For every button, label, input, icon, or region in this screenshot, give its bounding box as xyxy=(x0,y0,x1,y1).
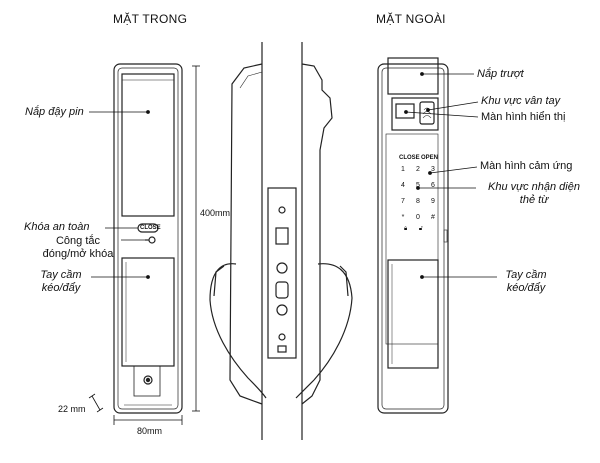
key-4[interactable]: 4 xyxy=(401,182,405,189)
outside-handle-label: Tay cầm kéo/đẩy xyxy=(498,269,554,295)
outside-body-outline xyxy=(377,63,449,414)
switch-label: Công tắc đóng/mở khóa xyxy=(33,235,123,261)
inside-handle-label: Tay cầm kéo/đẩy xyxy=(32,269,90,295)
leader-lines xyxy=(89,72,497,279)
outside-profile xyxy=(301,63,333,405)
inside-view-drawing xyxy=(113,63,183,414)
height-dimension-label: 400mm xyxy=(200,208,231,218)
depth-dimension-line xyxy=(91,395,101,411)
key-6[interactable]: 6 xyxy=(431,182,435,189)
display-shape xyxy=(395,103,415,119)
leader-fingerprint xyxy=(427,101,479,111)
keypad-close-label: CLOSE xyxy=(399,155,420,161)
key-cylinder xyxy=(143,375,153,385)
unlock-icon[interactable]: 🔓︎ xyxy=(418,226,423,232)
inside-handle-shape xyxy=(121,257,175,367)
inside-body-outline xyxy=(113,63,183,414)
switch-label-line1: Công tắc xyxy=(55,235,101,247)
leader-display xyxy=(405,111,479,118)
card-area-label-line2: thẻ từ xyxy=(519,194,549,206)
key-5[interactable]: 5 xyxy=(416,182,420,189)
inside-handle-profile xyxy=(209,263,267,399)
inside-handle-label-line2: kéo/đẩy xyxy=(41,282,81,294)
key-hash[interactable]: # xyxy=(431,214,435,221)
key-8[interactable]: 8 xyxy=(416,198,420,205)
depth-dimension-label: 22 mm xyxy=(58,404,86,414)
side-view-drawing xyxy=(209,42,353,440)
card-area-label-line1: Khu vực nhận diện xyxy=(488,181,580,193)
mortise-hole-2 xyxy=(276,304,288,316)
key-star[interactable]: * xyxy=(401,214,405,221)
leader-touchscreen xyxy=(429,166,478,174)
inside-handle-label-line1: Tay cầm xyxy=(40,269,82,281)
close-button-label: CLOSE xyxy=(140,225,161,231)
touch-panel-area xyxy=(385,133,439,345)
outside-handle-label-line1: Tay cầm xyxy=(505,269,547,281)
outside-view-drawing xyxy=(377,57,449,414)
inside-view-title: MẶT TRONG xyxy=(113,12,188,26)
key-3[interactable]: 3 xyxy=(431,166,435,173)
mortise-hole-1 xyxy=(276,262,288,274)
outside-handle-profile xyxy=(295,263,353,399)
touchscreen-label: Màn hình cảm ứng xyxy=(480,160,573,172)
key-7[interactable]: 7 xyxy=(401,198,405,205)
keypad: 1 2 3 4 5 6 7 8 9 * 0 # 🔒︎ 🔓︎ xyxy=(396,166,442,233)
switch-knob xyxy=(148,236,156,244)
key-0[interactable]: 0 xyxy=(416,214,420,221)
outside-view-title: MẶT NGOÀI xyxy=(376,12,446,26)
slide-cover-label: Nắp trượt xyxy=(477,68,524,80)
key-1[interactable]: 1 xyxy=(401,166,405,173)
slide-cover-shape xyxy=(387,57,439,95)
outside-handle-shape xyxy=(387,259,439,369)
battery-cover-label: Nắp đậy pin xyxy=(25,106,84,118)
lock-icon[interactable]: 🔒︎ xyxy=(404,226,408,232)
safety-lock-label: Khóa an toàn xyxy=(24,221,90,233)
inside-profile xyxy=(229,63,263,405)
switch-label-line2: đóng/mở khóa xyxy=(42,248,114,260)
width-dimension-label: 80mm xyxy=(137,426,163,436)
mortise-plate xyxy=(267,187,297,359)
battery-cover-shape xyxy=(121,73,175,217)
key-2[interactable]: 2 xyxy=(416,166,420,173)
outside-handle-label-line2: kéo/đẩy xyxy=(506,282,546,294)
display-label: Màn hình hiển thị xyxy=(481,111,566,123)
key-9[interactable]: 9 xyxy=(431,198,435,205)
fingerprint-area-label: Khu vực vân tay xyxy=(481,95,561,107)
keypad-open-label: OPEN xyxy=(421,155,439,161)
dimension-lines xyxy=(88,65,200,425)
card-area-label: Khu vực nhận diện thẻ từ xyxy=(478,181,590,207)
